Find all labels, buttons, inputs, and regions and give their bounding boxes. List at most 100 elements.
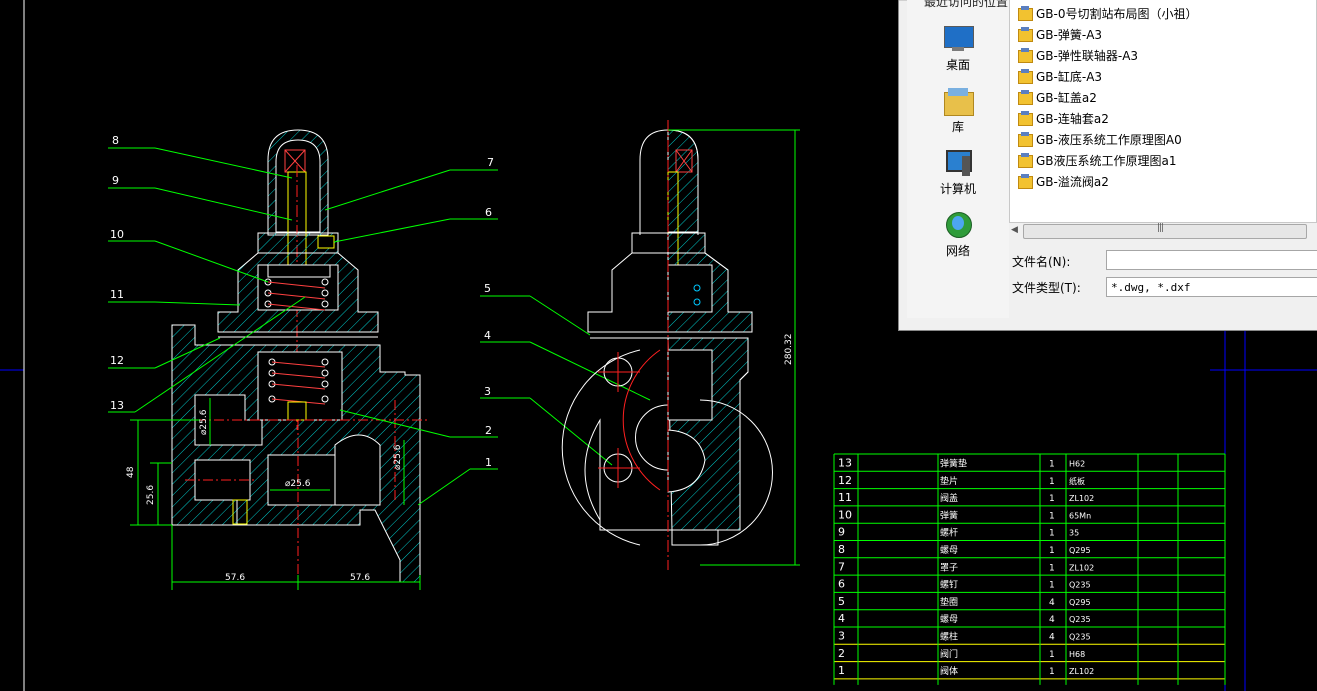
bom-material: Q235 xyxy=(1069,581,1091,590)
bom-quantity: 1 xyxy=(1049,460,1055,470)
balloon-10: 10 xyxy=(110,228,124,241)
bom-part-name: 弹簧垫 xyxy=(940,458,967,470)
balloon-1: 1 xyxy=(485,456,492,469)
bom-part-name: 垫圈 xyxy=(940,596,958,608)
bom-item-number: 11 xyxy=(838,491,852,504)
bom-part-name: 阀体 xyxy=(940,665,958,677)
autocad-file-icon xyxy=(1018,132,1033,147)
file-list-item[interactable]: GB液压系统工作原理图a1 xyxy=(1018,150,1177,170)
recent-places-label[interactable]: 最近访问的位置 xyxy=(923,0,1008,9)
bom-item-number: 2 xyxy=(838,647,845,660)
open-file-dialog[interactable]: 最近访问的位置 桌面 库 计算机 xyxy=(898,0,1317,331)
bom-item-number: 3 xyxy=(838,630,845,643)
scrollbar-grip-icon: ||| xyxy=(1157,223,1164,233)
filename-input[interactable] xyxy=(1106,250,1317,270)
dim-25-6: 25.6 xyxy=(146,485,156,505)
place-computer[interactable]: 计算机 xyxy=(907,148,1009,197)
file-name: GB-液压系统工作原理图A0 xyxy=(1036,132,1182,147)
bom-material: H62 xyxy=(1069,460,1085,469)
side-view-height-dim xyxy=(668,129,800,566)
bom-quantity: 1 xyxy=(1049,529,1055,539)
bom-part-name: 螺母 xyxy=(940,545,958,556)
place-desktop[interactable]: 桌面 xyxy=(907,24,1009,73)
place-desktop-label: 桌面 xyxy=(945,58,970,72)
bom-quantity: 4 xyxy=(1049,615,1055,625)
front-section-view[interactable] xyxy=(160,129,430,590)
bom-material: Q235 xyxy=(1069,615,1091,624)
balloon-4: 4 xyxy=(484,329,491,342)
library-icon xyxy=(942,86,974,116)
bom-material: 35 xyxy=(1069,529,1079,538)
bom-part-name: 阀门 xyxy=(940,648,958,660)
bom-item-number: 8 xyxy=(838,543,845,556)
balloon-12: 12 xyxy=(110,354,124,367)
bom-quantity: 1 xyxy=(1049,494,1055,504)
front-view-dim-labels: 57.6 57.6 ⌀25.6 48 25.6 ⌀25.6 ⌀25.6 xyxy=(126,409,403,583)
place-library-label: 库 xyxy=(951,120,964,134)
bom-part-name: 弹簧 xyxy=(940,509,958,521)
bom-part-name: 垫片 xyxy=(940,475,958,487)
place-library[interactable]: 库 xyxy=(907,86,1009,135)
front-view-dimensions xyxy=(130,398,421,590)
file-name: GB-连轴套a2 xyxy=(1036,111,1109,126)
bom-part-name: 罩子 xyxy=(940,562,958,573)
side-half-section-view[interactable] xyxy=(561,120,773,570)
place-computer-label: 计算机 xyxy=(939,182,976,196)
balloon-8: 8 xyxy=(112,134,119,147)
file-list-item[interactable]: GB-0号切割站布局图（小祖） xyxy=(1018,3,1198,23)
bom-part-name: 阀盖 xyxy=(940,492,958,504)
part-leaders xyxy=(108,147,651,506)
bom-quantity: 1 xyxy=(1049,563,1055,573)
autocad-file-icon xyxy=(1018,174,1033,189)
scrollbar-thumb[interactable] xyxy=(1023,224,1307,239)
bom-part-name: 螺母 xyxy=(940,614,958,625)
file-name: GB-缸盖a2 xyxy=(1036,90,1097,105)
file-name: GB-0号切割站布局图（小祖） xyxy=(1036,6,1198,21)
bom-material: 纸板 xyxy=(1069,476,1085,486)
scroll-left-arrow-icon[interactable]: ◀ xyxy=(1011,225,1018,235)
file-list-item[interactable]: GB-液压系统工作原理图A0 xyxy=(1018,129,1182,149)
file-name: GB-缸底-A3 xyxy=(1036,69,1103,84)
bom-item-number: 7 xyxy=(838,560,845,573)
file-name: GB-溢流阀a2 xyxy=(1036,174,1109,189)
bom-part-name: 螺钉 xyxy=(940,580,958,591)
file-list-item[interactable]: GB-溢流阀a2 xyxy=(1018,171,1109,191)
file-list-item[interactable]: GB-弹簧-A3 xyxy=(1018,24,1102,44)
bom-quantity: 1 xyxy=(1049,477,1055,487)
file-list-item[interactable]: GB-缸底-A3 xyxy=(1018,66,1102,86)
file-list-item[interactable]: GB-缸盖a2 xyxy=(1018,87,1097,107)
bom-part-name: 螺柱 xyxy=(940,631,958,643)
bom-item-number: 5 xyxy=(838,595,845,608)
place-network[interactable]: 网络 xyxy=(907,210,1009,259)
balloon-13: 13 xyxy=(110,399,124,412)
dim-48: 48 xyxy=(126,466,136,478)
dim-phi-25-6-bore: ⌀25.6 xyxy=(285,479,311,489)
filetype-label: 文件类型(T): xyxy=(1012,281,1081,295)
bom-item-number: 10 xyxy=(838,508,852,521)
bom-quantity: 1 xyxy=(1049,650,1055,660)
bom-material: ZL102 xyxy=(1069,563,1094,572)
autocad-file-icon xyxy=(1018,27,1033,42)
bom-quantity: 4 xyxy=(1049,633,1055,643)
dim-280-32: 280.32 xyxy=(784,334,794,366)
file-list-item[interactable]: GB-弹性联轴器-A3 xyxy=(1018,45,1138,65)
bom-material: Q235 xyxy=(1069,633,1091,642)
dim-57-6-right: 57.6 xyxy=(350,573,370,583)
file-list-item[interactable]: GB-连轴套a2 xyxy=(1018,108,1109,128)
bom-item-number: 4 xyxy=(838,612,845,625)
autocad-file-icon xyxy=(1018,48,1033,63)
balloon-5: 5 xyxy=(484,282,491,295)
filetype-select[interactable]: *.dwg, *.dxf xyxy=(1106,277,1317,297)
balloon-2: 2 xyxy=(485,424,492,437)
place-network-label: 网络 xyxy=(945,244,970,258)
bom-quantity: 1 xyxy=(1049,667,1055,677)
autocad-file-icon xyxy=(1018,6,1033,21)
file-name: GB-弹簧-A3 xyxy=(1036,27,1103,42)
autocad-file-icon xyxy=(1018,111,1033,126)
file-list-horizontal-scrollbar[interactable]: ◀ ||| xyxy=(1009,223,1309,239)
bom-item-number: 12 xyxy=(838,474,852,487)
bom-quantity: 1 xyxy=(1049,546,1055,556)
